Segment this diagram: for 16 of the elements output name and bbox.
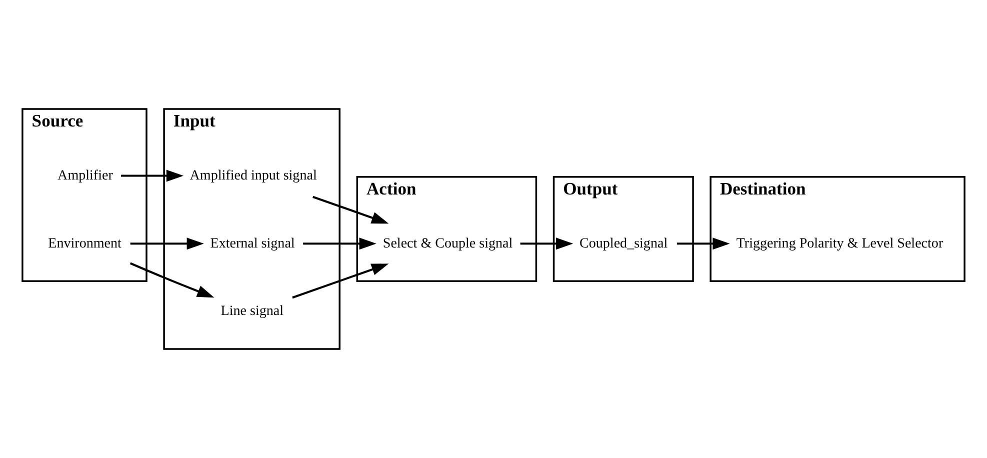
node-text: Coupled_signal bbox=[580, 235, 668, 252]
arrow bbox=[130, 238, 204, 250]
arrow bbox=[520, 238, 574, 250]
arrow bbox=[121, 170, 184, 182]
arrow bbox=[676, 238, 730, 250]
node-text: External signal bbox=[210, 235, 295, 252]
arrow bbox=[312, 196, 389, 224]
node-text: Line signal bbox=[220, 303, 284, 320]
arrow bbox=[292, 264, 389, 299]
node-text: Amplifier bbox=[58, 167, 113, 184]
node-text: Triggering Polarity & Level Selector bbox=[736, 235, 944, 252]
arrow bbox=[303, 238, 376, 250]
node-text: Environment bbox=[48, 235, 122, 252]
node-text: Amplified input signal bbox=[190, 167, 317, 184]
arrow bbox=[130, 262, 214, 298]
node-text: Select & Couple signal bbox=[382, 235, 513, 252]
